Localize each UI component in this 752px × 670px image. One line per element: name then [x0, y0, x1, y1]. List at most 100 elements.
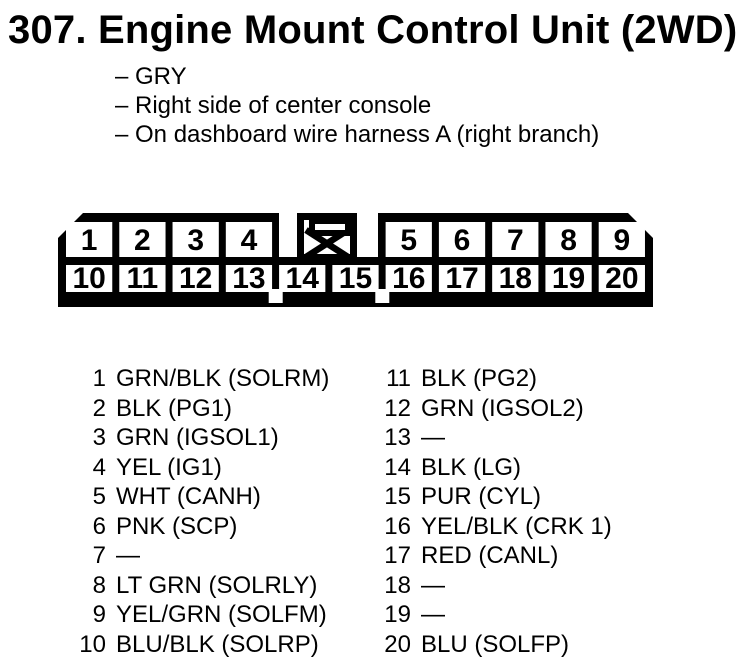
- connector-pin-cell: [66, 265, 113, 292]
- connector-pin-cell: [385, 222, 432, 257]
- detail-bullet: – On dashboard wire harness A (right bra…: [115, 121, 600, 148]
- connector-pin-cell: [385, 265, 432, 292]
- pin-row-label: RED (CANL): [421, 542, 559, 569]
- detail-bullet: – GRY: [115, 63, 187, 90]
- connector-pin-number: 7: [507, 224, 524, 257]
- keyway-cross-icon: [304, 218, 351, 260]
- pin-row: 2 BLK (PG1): [60, 394, 329, 424]
- pin-row-number: 8: [92, 571, 106, 599]
- connector-pin-cell: [492, 222, 539, 257]
- pin-row-number: 20: [384, 630, 411, 658]
- detail-bullet: – Right side of center console: [115, 92, 432, 119]
- pin-row: 12 GRN (IGSOL2): [365, 394, 612, 424]
- pin-row-label: —: [421, 601, 445, 628]
- connector-pin-number: 1: [81, 224, 98, 257]
- connector-pin-cell: [225, 222, 273, 257]
- pin-row: 10 BLU/BLK (SOLRP): [60, 630, 329, 660]
- pin-row: 6 PNK (SCP): [60, 512, 329, 542]
- pin-row: 13 —: [365, 423, 612, 453]
- connector-pin-cell: [438, 265, 486, 292]
- pin-row: 15 PUR (CYL): [365, 482, 612, 512]
- pin-row-number: 14: [384, 453, 411, 481]
- detail-bullets: – GRY – Right side of center console – O…: [115, 62, 599, 149]
- pin-row: 17 RED (CANL): [365, 541, 612, 571]
- pin-row-number: 7: [92, 542, 106, 569]
- pin-row: 18 —: [365, 571, 612, 601]
- pin-row-label: WHT (CANH): [116, 483, 261, 510]
- pin-row-number: 6: [92, 512, 106, 540]
- connector-pin-number: 12: [179, 262, 212, 295]
- pin-row-number: 19: [384, 601, 411, 628]
- pin-row: 14 BLK (LG): [365, 453, 612, 483]
- pin-row-number: 1: [92, 365, 106, 392]
- pin-row: 20 BLU (SOLFP): [365, 630, 612, 660]
- pin-row-label: GRN (IGSOL2): [421, 394, 584, 422]
- pin-row-label: BLK (PG2): [421, 365, 538, 392]
- index-notch-left: [268, 289, 283, 303]
- pin-row-label: BLK (PG1): [116, 394, 233, 422]
- pin-row-label: LT GRN (SOLRLY): [116, 571, 318, 599]
- connector-pin-number: 20: [605, 262, 638, 295]
- pin-row: 8 LT GRN (SOLRLY): [60, 571, 329, 601]
- pin-row: 9 YEL/GRN (SOLFM): [60, 600, 329, 630]
- pin-row-label: BLU/BLK (SOLRP): [116, 630, 319, 658]
- connector-pin-cell: [172, 265, 219, 292]
- pin-row-label: GRN (IGSOL1): [116, 424, 279, 451]
- pin-row: 16 YEL/BLK (CRK 1): [365, 512, 612, 542]
- pin-row-label: —: [421, 571, 445, 599]
- connector-pin-number: 3: [187, 224, 204, 257]
- pin-row: 3 GRN (IGSOL1): [60, 423, 329, 453]
- pin-row-number: 18: [384, 571, 411, 599]
- connector-pin-number: 16: [392, 262, 425, 295]
- pin-row-number: 3: [92, 424, 106, 451]
- index-notch-right: [375, 289, 390, 303]
- pin-row: 5 WHT (CANH): [60, 482, 329, 512]
- pin-row: 11 BLK (PG2): [365, 364, 612, 394]
- pin-row: 7 —: [60, 541, 329, 571]
- connector-pin-cell: [598, 265, 645, 292]
- pin-row-number: 4: [92, 453, 106, 481]
- pin-row-label: PNK (SCP): [116, 512, 238, 540]
- connector-pin-cell: [332, 265, 379, 292]
- connector-pin-number: 13: [232, 262, 265, 295]
- connector-pin-number: 6: [454, 224, 471, 257]
- pin-row: 19 —: [365, 600, 612, 630]
- pin-row-number: 12: [384, 394, 411, 422]
- pin-row-label: YEL/GRN (SOLFM): [116, 601, 327, 628]
- connector-pin-number: 8: [560, 224, 577, 257]
- connector-pin-number: 15: [339, 262, 372, 295]
- connector-pin-number: 19: [552, 262, 585, 295]
- pinout-left-column: 1 GRN/BLK (SOLRM) 2 BLK (PG1) 3 GRN (IGS…: [60, 364, 329, 659]
- connector-pin-cell: [545, 265, 592, 292]
- pin-row-number: 15: [384, 483, 411, 510]
- connector-pin-cell: [438, 222, 486, 257]
- connector-pin-cell: [119, 222, 166, 257]
- connector-pin-number: 4: [241, 224, 258, 257]
- pin-row-label: BLK (LG): [421, 453, 522, 481]
- pin-row-label: YEL/BLK (CRK 1): [421, 512, 612, 540]
- pin-row-label: PUR (CYL): [421, 483, 542, 510]
- connector-pin-cell: [225, 265, 273, 292]
- connector-pin-cell: [598, 222, 645, 257]
- pin-row-number: 17: [384, 542, 411, 569]
- connector-pin-number: 11: [127, 262, 159, 295]
- pin-row-number: 16: [384, 512, 411, 540]
- connector-pin-cell: [492, 265, 539, 292]
- pin-row-label: —: [421, 424, 445, 451]
- pin-row-number: 2: [92, 394, 106, 422]
- pin-row-number: 11: [386, 365, 411, 392]
- pin-row-label: GRN/BLK (SOLRM): [116, 365, 330, 392]
- connector-pin-number: 5: [400, 224, 417, 257]
- pin-row: 1 GRN/BLK (SOLRM): [60, 364, 330, 394]
- page-title: 307. Engine Mount Control Unit (2WD): [8, 8, 738, 52]
- pin-row-label: BLU (SOLFP): [421, 630, 570, 658]
- connector-pin-cell: [119, 265, 166, 292]
- connector-pin-cell: [279, 265, 326, 292]
- connector-pin-number: 14: [286, 262, 320, 295]
- pin-row-number: 9: [92, 601, 106, 628]
- pin-row: 4 YEL (IG1): [60, 453, 329, 483]
- connector-pin-cells: [66, 222, 645, 292]
